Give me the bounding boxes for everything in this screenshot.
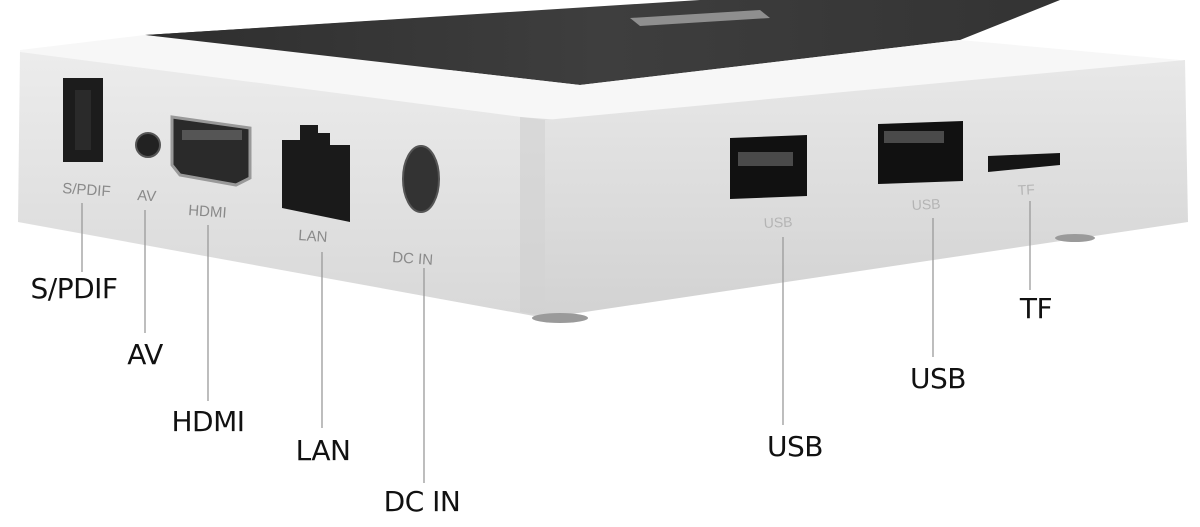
etched-label-spdif: S/PDIF bbox=[62, 180, 111, 200]
etched-label-hdmi: HDMI bbox=[188, 202, 227, 222]
logo-badge bbox=[630, 10, 770, 26]
callout-av: AV bbox=[127, 338, 163, 371]
etched-label-usb-2: USB bbox=[911, 196, 941, 213]
callout-lan: LAN bbox=[295, 434, 351, 467]
lan-port bbox=[282, 125, 350, 222]
dc-in-port bbox=[402, 145, 440, 213]
callout-usb-2: USB bbox=[910, 362, 966, 395]
tf-slot bbox=[988, 153, 1060, 172]
leader-lines bbox=[81, 201, 1031, 483]
usb-port-2 bbox=[878, 121, 963, 184]
etched-label-lan: LAN bbox=[298, 227, 328, 246]
side-panel bbox=[545, 60, 1188, 318]
callout-dc-in: DC IN bbox=[383, 485, 461, 518]
callout-spdif: S/PDIF bbox=[30, 272, 118, 305]
spdif-port bbox=[63, 78, 103, 162]
etched-label-usb-1: USB bbox=[763, 214, 793, 231]
etched-label-av: AV bbox=[137, 187, 157, 205]
etched-label-tf: TF bbox=[1017, 181, 1035, 198]
callout-tf: TF bbox=[1019, 292, 1053, 325]
av-port bbox=[135, 132, 161, 158]
etched-label-dc-in: DC IN bbox=[392, 249, 434, 269]
rear-panel bbox=[18, 52, 545, 318]
usb-port-1 bbox=[730, 135, 807, 199]
hdmi-port bbox=[170, 115, 252, 187]
callout-hdmi: HDMI bbox=[171, 405, 245, 438]
callout-usb-1: USB bbox=[767, 430, 823, 463]
